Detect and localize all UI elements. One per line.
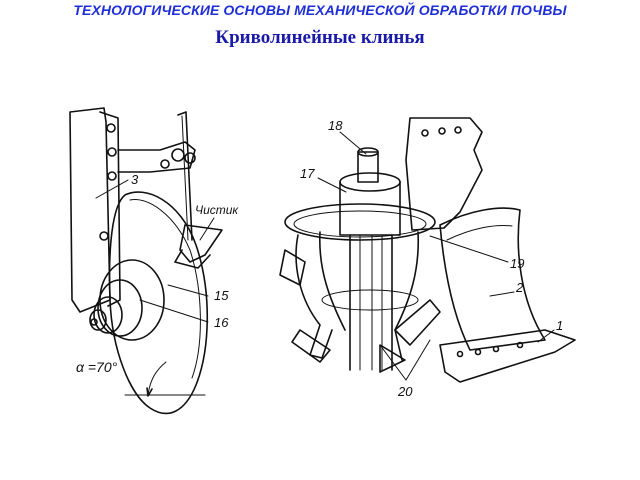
disc [89,191,209,415]
label-part-1: 1 [556,318,563,333]
label-part-2: 2 [515,280,524,295]
label-part-16: 16 [214,315,229,330]
label-angle: α =70° [76,359,118,375]
left-leaders [95,179,215,397]
bracket-assembly [117,111,196,241]
scraper [174,224,223,269]
spring-tines [279,231,441,373]
ring-guard [284,203,436,241]
label-part-20: 20 [397,384,413,399]
shaft-assembly [339,147,401,371]
slide-header: ТЕХНОЛОГИЧЕСКИЕ ОСНОВЫ МЕХАНИЧЕСКОЙ ОБРА… [0,0,640,49]
right-leaders [317,131,555,381]
label-part-18: 18 [328,118,343,133]
label-part-15: 15 [214,288,229,303]
label-part-17: 17 [300,166,315,181]
label-part-3: 3 [131,172,139,187]
label-scraper: Чистик [195,203,239,217]
left-figure-disc-coulter: 3 Чистик 15 16 α =70° [69,107,239,415]
right-figure-plough-body: 18 17 19 2 1 20 [279,117,576,399]
ploughshare [439,329,576,383]
slide-title: Криволинейные клинья [215,27,425,48]
plough-standard [405,117,483,231]
label-part-19: 19 [510,256,524,271]
course-title: ТЕХНОЛОГИЧЕСКИЕ ОСНОВЫ МЕХАНИЧЕСКОЙ ОБРА… [73,2,567,18]
mouldboard [439,207,546,351]
